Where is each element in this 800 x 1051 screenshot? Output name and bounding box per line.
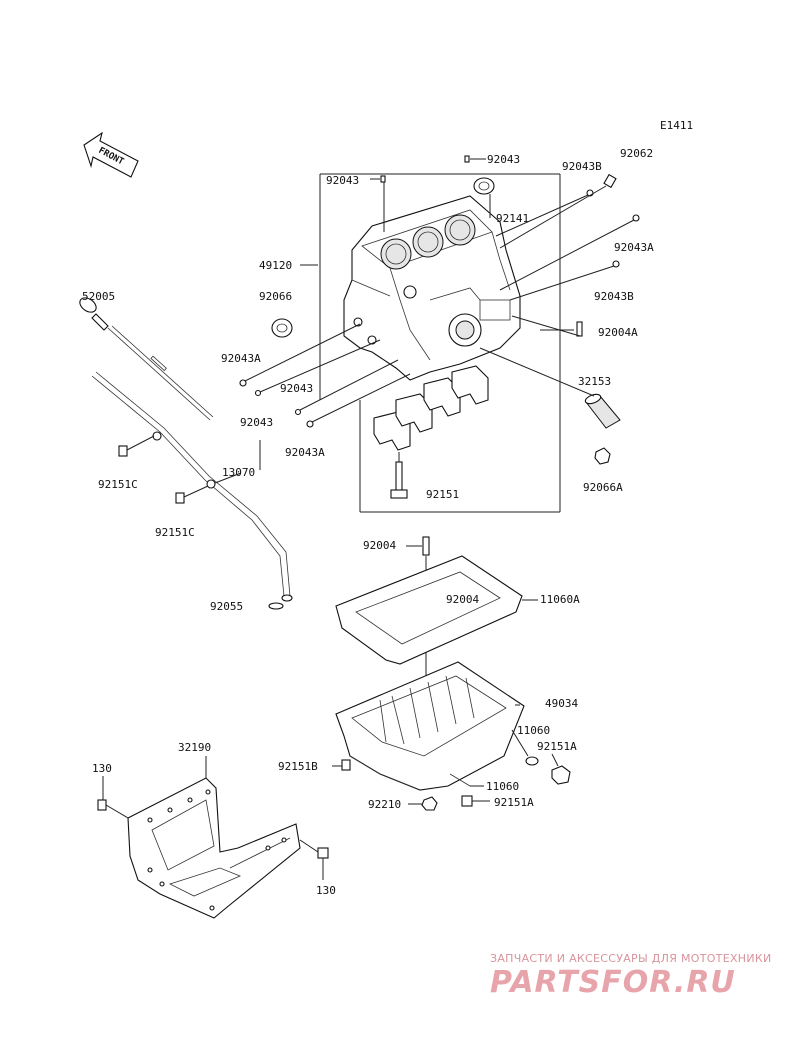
bolt-130-right [299, 839, 329, 880]
cylinder-block-bracket [319, 173, 561, 513]
part-label: 92043 [280, 382, 313, 395]
part-label: 92066A [583, 481, 623, 494]
oil-pan-gasket-11060a [335, 555, 538, 665]
part-label: 92151B [278, 760, 318, 773]
oil-filter-stud-32153 [479, 347, 621, 429]
part-label: 11060 [486, 780, 519, 793]
part-label: 92151A [537, 740, 577, 753]
part-label: 92151A [494, 796, 534, 809]
front-arrow-icon: FRONT [83, 131, 139, 178]
bolt-92151 [390, 452, 408, 499]
part-label: 92043 [240, 416, 273, 429]
part-label: 32153 [578, 375, 611, 388]
part-label: 92210 [368, 798, 401, 811]
seal-92141 [473, 177, 495, 195]
plug-92043a-left [239, 379, 247, 387]
part-label: 92043A [221, 352, 261, 365]
part-label: 32190 [178, 741, 211, 754]
part-label: 11060 [517, 724, 550, 737]
drain-plug-92151a-right [551, 753, 571, 785]
part-label: 92043A [285, 446, 325, 459]
cylinder-block [343, 195, 521, 381]
skid-plate-32190 [127, 756, 301, 919]
bolt-92151c-lower [175, 485, 209, 504]
plug-92043-mid [294, 408, 302, 416]
oil-pan-49034 [335, 661, 525, 791]
part-label: 11060A [540, 593, 580, 606]
diagram-code: E1411 [660, 119, 693, 132]
part-label: 92043A [614, 241, 654, 254]
stud-92062 [603, 173, 617, 189]
plug-92043-top [464, 155, 470, 163]
plug-92043-left [380, 175, 386, 183]
part-label: 130 [92, 762, 112, 775]
part-label: 52005 [82, 290, 115, 303]
part-label: 92043B [562, 160, 602, 173]
part-label: 92043 [326, 174, 359, 187]
part-label: 92151C [155, 526, 195, 539]
part-label: 92043B [594, 290, 634, 303]
part-label: 92043 [487, 153, 520, 166]
bolt-92151c-upper [118, 435, 155, 457]
part-label: 92066 [259, 290, 292, 303]
part-label: 92151C [98, 478, 138, 491]
washer-11060-right [511, 729, 539, 766]
bolt-130-left [97, 776, 129, 819]
part-label: 130 [316, 884, 336, 897]
part-label: 92062 [620, 147, 653, 160]
plug-92043a-lower [306, 420, 314, 428]
part-label: 13070 [222, 466, 255, 479]
nut-92210 [408, 796, 438, 811]
knock-pin-92004-top [406, 536, 430, 556]
dipstick-52005 [79, 297, 214, 421]
part-label: 92055 [210, 600, 243, 613]
drain-plug-92151a-lower [461, 795, 490, 807]
plug-92043a-right [632, 214, 640, 222]
part-label: 49120 [259, 259, 292, 272]
washer-11060-lower [449, 773, 484, 787]
seal-92066 [271, 318, 293, 338]
bolt-92151b [341, 759, 351, 771]
dipstick-tube-13070 [91, 371, 293, 602]
part-label: 92004A [598, 326, 638, 339]
oring-92055 [268, 602, 284, 610]
nut-92066a [594, 447, 611, 465]
plug-92043b-right [612, 260, 620, 268]
part-label: 92004 [363, 539, 396, 552]
part-label: 92141 [496, 212, 529, 225]
pin-92004a [576, 321, 583, 337]
bearing-caps [373, 365, 489, 451]
watermark-logo: PARTSFOR.RU [490, 965, 736, 1000]
part-label: 49034 [545, 697, 578, 710]
part-label: 92004 [446, 593, 479, 606]
part-label: 92151 [426, 488, 459, 501]
plug-92043-lower [254, 389, 262, 397]
watermark-tagline: ЗАПЧАСТИ И АКСЕССУАРЫ ДЛЯ МОТОТЕХНИКИ [490, 952, 772, 965]
